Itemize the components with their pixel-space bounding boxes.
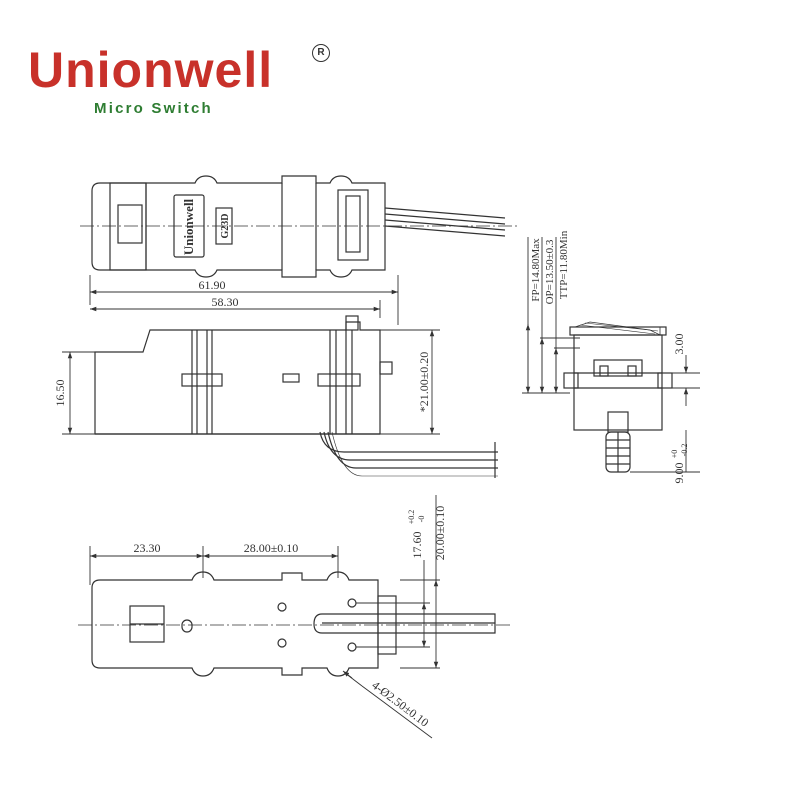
dim-height: 16.50 <box>53 380 67 407</box>
dimensions-front: 61.90 58.30 16.50 *21.00±0.20 <box>53 275 440 435</box>
dimensions-side: FP=14.80Max OP=13.50±0.3 TTP=11.80Min 3.… <box>522 230 700 484</box>
dim-width: 20.00±0.10 <box>433 506 447 561</box>
dim-body-length: 58.30 <box>212 295 239 309</box>
label-ttp: TTP=11.80Min <box>558 230 570 299</box>
label-fp: FP=14.80Max <box>530 238 542 302</box>
brand-logo: Unionwell R Micro Switch <box>28 40 348 130</box>
dim-overall-length: 61.90 <box>199 278 226 292</box>
dimensions-bottom: 23.30 28.00±0.10 17.60 +0.2 -0 20.00±0.1… <box>89 495 447 739</box>
dim-lead-length: 9.00 <box>672 463 686 484</box>
brand-tagline: Micro Switch <box>94 100 213 117</box>
dim-hole-height-tol-upper: +0.2 <box>407 510 416 525</box>
side-view <box>563 321 673 473</box>
front-view <box>94 315 498 478</box>
dim-hole-height-tol-lower: -0 <box>417 516 426 523</box>
dim-hole-height: 17.60 <box>410 532 424 559</box>
model-label: G23D <box>220 214 231 239</box>
dim-holes: 4-Ø2.50±0.10 <box>369 678 431 730</box>
label-op: OP=13.50±0.3 <box>544 239 556 304</box>
dim-mount-height: *21.00±0.20 <box>417 352 431 413</box>
bottom-view <box>78 571 510 677</box>
body-text: Unionwell <box>181 198 196 255</box>
dim-lead-tol-upper: +0 <box>670 450 679 459</box>
brand-name: Unionwell <box>28 42 274 98</box>
top-view: Unionwell G23D <box>80 175 520 278</box>
dim-lead-tol-lower: -0.2 <box>680 444 689 457</box>
dim-left-offset: 23.30 <box>134 541 161 555</box>
registered-mark: R <box>312 44 330 62</box>
dim-hole-spacing: 28.00±0.10 <box>244 541 299 555</box>
dim-actuator-travel: 3.00 <box>672 334 686 355</box>
